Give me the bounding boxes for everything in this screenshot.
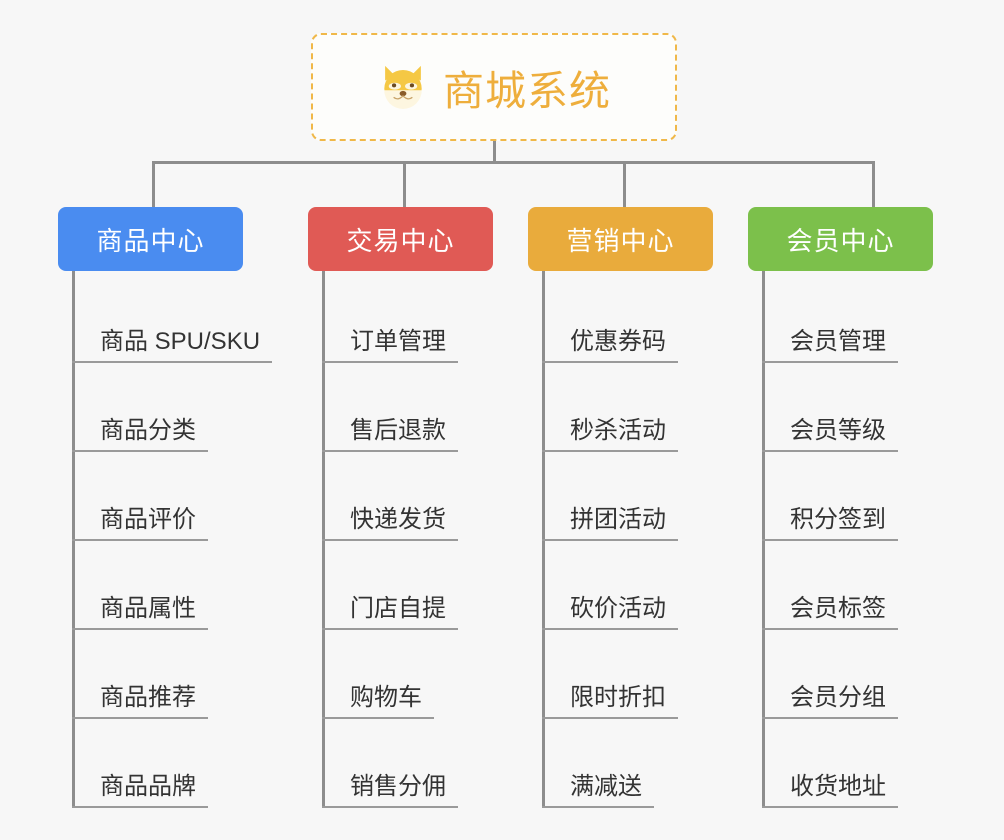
column-body-member-center: 会员管理 会员等级 积分签到 会员标签 会员分组 收货地址 <box>748 271 978 808</box>
column-product-center: 商品中心 商品 SPU/SKU 商品分类 商品评价 商品属性 商品推荐 商品品牌 <box>58 207 288 808</box>
column-marketing-center: 营销中心 优惠券码 秒杀活动 拼团活动 砍价活动 限时折扣 满减送 <box>528 207 758 808</box>
connector-drop-col-3 <box>623 161 626 208</box>
connector-root-stem <box>493 141 496 163</box>
list-item[interactable]: 购物车 <box>308 630 538 719</box>
connector-drop-col-2 <box>403 161 406 208</box>
list-item[interactable]: 会员标签 <box>748 541 978 630</box>
column-header-member-center[interactable]: 会员中心 <box>748 207 933 271</box>
list-item[interactable]: 满减送 <box>528 719 758 808</box>
list-item[interactable]: 售后退款 <box>308 363 538 452</box>
list-item[interactable]: 会员分组 <box>748 630 978 719</box>
list-item[interactable]: 订单管理 <box>308 274 538 363</box>
list-item[interactable]: 销售分佣 <box>308 719 538 808</box>
root-node-card[interactable]: 商城系统 <box>311 33 677 141</box>
list-item[interactable]: 商品 SPU/SKU <box>58 274 288 363</box>
list-item-label: 商品推荐 <box>100 683 196 711</box>
list-item[interactable]: 秒杀活动 <box>528 363 758 452</box>
list-item-label: 商品 SPU/SKU <box>100 327 261 355</box>
list-item[interactable]: 会员等级 <box>748 363 978 452</box>
column-member-center: 会员中心 会员管理 会员等级 积分签到 会员标签 会员分组 收货地址 <box>748 207 978 808</box>
list-item-label: 砍价活动 <box>570 594 666 622</box>
column-header-label: 会员中心 <box>786 225 895 256</box>
column-header-marketing-center[interactable]: 营销中心 <box>528 207 713 271</box>
list-item-label: 会员分组 <box>790 683 886 711</box>
column-body-trade-center: 订单管理 售后退款 快递发货 门店自提 购物车 销售分佣 <box>308 271 538 808</box>
column-header-label: 交易中心 <box>346 225 455 256</box>
list-item[interactable]: 门店自提 <box>308 541 538 630</box>
list-item[interactable]: 商品评价 <box>58 452 288 541</box>
column-header-label: 商品中心 <box>96 225 205 256</box>
list-item-label: 会员标签 <box>790 594 886 622</box>
dog-face-icon <box>377 61 429 113</box>
list-item-label: 收货地址 <box>790 772 886 800</box>
connector-drop-col-1 <box>152 161 155 208</box>
list-item-label: 商品属性 <box>100 594 196 622</box>
list-item-label: 会员等级 <box>790 416 886 444</box>
column-body-marketing-center: 优惠券码 秒杀活动 拼团活动 砍价活动 限时折扣 满减送 <box>528 271 758 808</box>
root-node-title: 商城系统 <box>443 68 611 114</box>
connector-horizontal-bus <box>152 161 875 164</box>
column-trade-center: 交易中心 订单管理 售后退款 快递发货 门店自提 购物车 销售分佣 <box>308 207 538 808</box>
list-item[interactable]: 快递发货 <box>308 452 538 541</box>
list-item-label: 优惠券码 <box>570 327 666 355</box>
list-item-label: 商品品牌 <box>100 772 196 800</box>
list-item-label: 购物车 <box>350 683 422 711</box>
list-item-label: 积分签到 <box>790 505 886 533</box>
list-item-label: 门店自提 <box>350 594 446 622</box>
list-item[interactable]: 积分签到 <box>748 452 978 541</box>
list-item[interactable]: 商品品牌 <box>58 719 288 808</box>
list-item-label: 售后退款 <box>350 416 446 444</box>
list-item[interactable]: 商品推荐 <box>58 630 288 719</box>
connector-drop-col-4 <box>872 161 875 208</box>
list-item[interactable]: 优惠券码 <box>528 274 758 363</box>
list-item[interactable]: 砍价活动 <box>528 541 758 630</box>
list-item-label: 订单管理 <box>350 327 446 355</box>
list-item-label: 限时折扣 <box>570 683 666 711</box>
list-item[interactable]: 商品属性 <box>58 541 288 630</box>
list-item[interactable]: 拼团活动 <box>528 452 758 541</box>
list-item-label: 满减送 <box>570 772 642 800</box>
column-header-label: 营销中心 <box>566 225 675 256</box>
list-item[interactable]: 商品分类 <box>58 363 288 452</box>
list-item-label: 商品评价 <box>100 505 196 533</box>
list-item-label: 会员管理 <box>790 327 886 355</box>
column-body-product-center: 商品 SPU/SKU 商品分类 商品评价 商品属性 商品推荐 商品品牌 <box>58 271 288 808</box>
list-item-label: 销售分佣 <box>350 772 446 800</box>
column-header-trade-center[interactable]: 交易中心 <box>308 207 493 271</box>
column-header-product-center[interactable]: 商品中心 <box>58 207 243 271</box>
list-item-label: 秒杀活动 <box>570 416 666 444</box>
list-item-label: 商品分类 <box>100 416 196 444</box>
list-item[interactable]: 收货地址 <box>748 719 978 808</box>
list-item-label: 拼团活动 <box>570 505 666 533</box>
list-item[interactable]: 限时折扣 <box>528 630 758 719</box>
list-item[interactable]: 会员管理 <box>748 274 978 363</box>
list-item-label: 快递发货 <box>350 505 446 533</box>
